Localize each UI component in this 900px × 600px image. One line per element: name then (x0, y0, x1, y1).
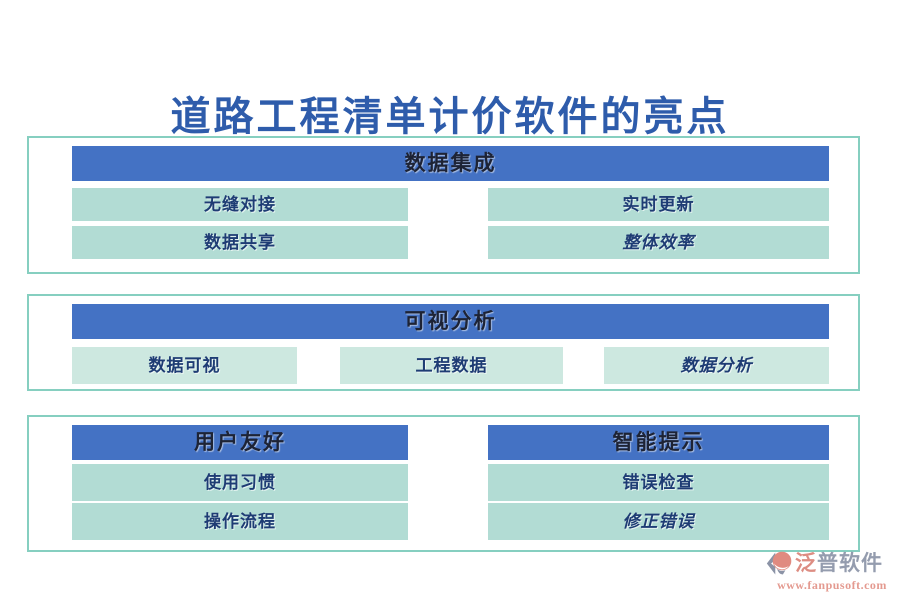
feature-group-user-friendly-smart-tips: 用户友好 使用习惯 操作流程 智能提示 错误检查 修正错误 (27, 415, 860, 552)
fanpu-logo: 泛普软件 www.fanpusoft.com (766, 549, 898, 593)
section-header-user-friendly: 用户友好 (72, 425, 408, 460)
fanpu-logo-icon (766, 551, 792, 574)
feature-group-visual-analysis: 可视分析 数据可视 工程数据 数据分析 (27, 294, 860, 391)
section-header-smart-tips: 智能提示 (488, 425, 829, 460)
feature-item: 无缝对接 (72, 188, 408, 221)
feature-item: 工程数据 (340, 347, 563, 384)
page-title: 道路工程清单计价软件的亮点 (170, 94, 730, 139)
feature-group-data-integration: 数据集成 无缝对接 实时更新 数据共享 整体效率 (27, 136, 860, 274)
fanpu-logo-text-rest: 普软件 (817, 551, 883, 575)
feature-item: 操作流程 (72, 503, 408, 540)
fanpu-website-url: www.fanpusoft.com (777, 578, 887, 592)
section-header-data-integration: 数据集成 (72, 146, 829, 181)
feature-item: 数据分析 (604, 347, 829, 384)
fanpu-logo-text-accent: 泛 (795, 551, 817, 575)
feature-item: 整体效率 (488, 226, 829, 259)
feature-item: 数据可视 (72, 347, 297, 384)
feature-item: 使用习惯 (72, 464, 408, 501)
feature-item: 实时更新 (488, 188, 829, 221)
feature-item: 数据共享 (72, 226, 408, 259)
feature-item: 修正错误 (488, 503, 829, 540)
feature-item: 错误检查 (488, 464, 829, 501)
section-header-visual-analysis: 可视分析 (72, 304, 829, 339)
fanpu-logo-text: 泛普软件 (795, 550, 883, 577)
